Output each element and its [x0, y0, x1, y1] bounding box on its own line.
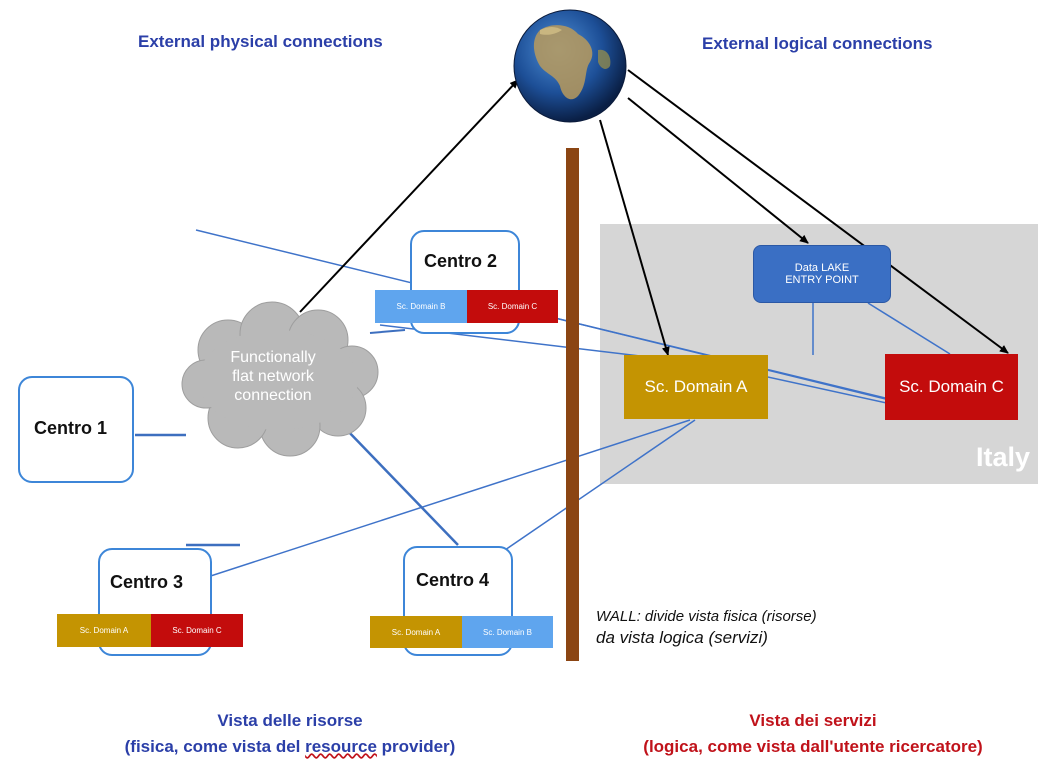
cloud-label-line-1: Functionally [230, 349, 316, 366]
services-view-heading: Vista dei servizi [749, 711, 877, 730]
wall-caption-line-1: WALL: divide vista fisica (risorse) [596, 608, 817, 625]
arrow-globe-to-domain-c [627, 69, 1009, 354]
globe-icon [513, 9, 627, 123]
centro-1-label: Centro 1 [34, 418, 108, 438]
arrow-globe-to-domain-a [599, 119, 670, 356]
centro-2-domain-b-chip: Sc. Domain B [375, 290, 467, 323]
arrow-cloud-to-globe [299, 79, 519, 313]
data-lake-line-1: Data LAKE [794, 262, 850, 274]
data-lake-entry-point: Data LAKE ENTRY POINT [753, 245, 891, 303]
resources-view-subtitle-post: provider) [376, 737, 456, 756]
centro-3-domain-c-chip: Sc. Domain C [151, 614, 243, 647]
centro-2-domain-c-chip: Sc. Domain C [467, 290, 558, 323]
cloud-label-line-2: flat network [232, 368, 314, 385]
centro-4-label: Centro 4 [416, 570, 490, 590]
wall-divider [566, 148, 579, 661]
link-cloud-to-centro4 [344, 427, 459, 546]
external-physical-connections-title: External physical connections [138, 32, 383, 51]
services-view-title: Vista dei servizi (logica, come vista da… [598, 711, 1028, 757]
wall-caption-line-2: da vista logica (servizi) [596, 628, 768, 647]
resources-view-subtitle: (fisica, come vista del resource provide… [70, 737, 510, 757]
centro-3-domain-a-chip: Sc. Domain A [57, 614, 151, 647]
centro-4-domain-b-chip: Sc. Domain B [462, 616, 553, 648]
centro-3-label: Centro 3 [110, 572, 184, 592]
italy-label: Italy [975, 442, 1030, 472]
resources-view-title: Vista delle risorse (fisica, come vista … [70, 711, 510, 757]
link-cloud-to-centro2 [369, 329, 406, 334]
resources-view-heading: Vista delle risorse [217, 711, 363, 730]
sc-domain-c-box: Sc. Domain C [885, 354, 1018, 420]
centro-1-box [18, 376, 134, 483]
resources-view-subtitle-pre: (fisica, come vista del [124, 737, 306, 756]
resources-view-subtitle-word: resource [305, 737, 377, 756]
arrow-globe-to-lake [627, 97, 809, 244]
external-logical-connections-title: External logical connections [702, 34, 933, 53]
cloud-icon [181, 301, 379, 457]
centro-2-label: Centro 2 [424, 251, 498, 271]
centro-4-domain-a-chip: Sc. Domain A [370, 616, 462, 648]
cloud-label: Functionally flat network connection [210, 348, 336, 405]
link-lake-to-domain-c [867, 302, 951, 355]
sc-domain-a-box: Sc. Domain A [624, 355, 768, 419]
data-lake-line-2: ENTRY POINT [785, 274, 859, 286]
services-view-subtitle: (logica, come vista dall'utente ricercat… [643, 737, 983, 756]
cloud-label-line-3: connection [234, 387, 312, 404]
wall-caption: WALL: divide vista fisica (risorse) da v… [596, 608, 817, 648]
